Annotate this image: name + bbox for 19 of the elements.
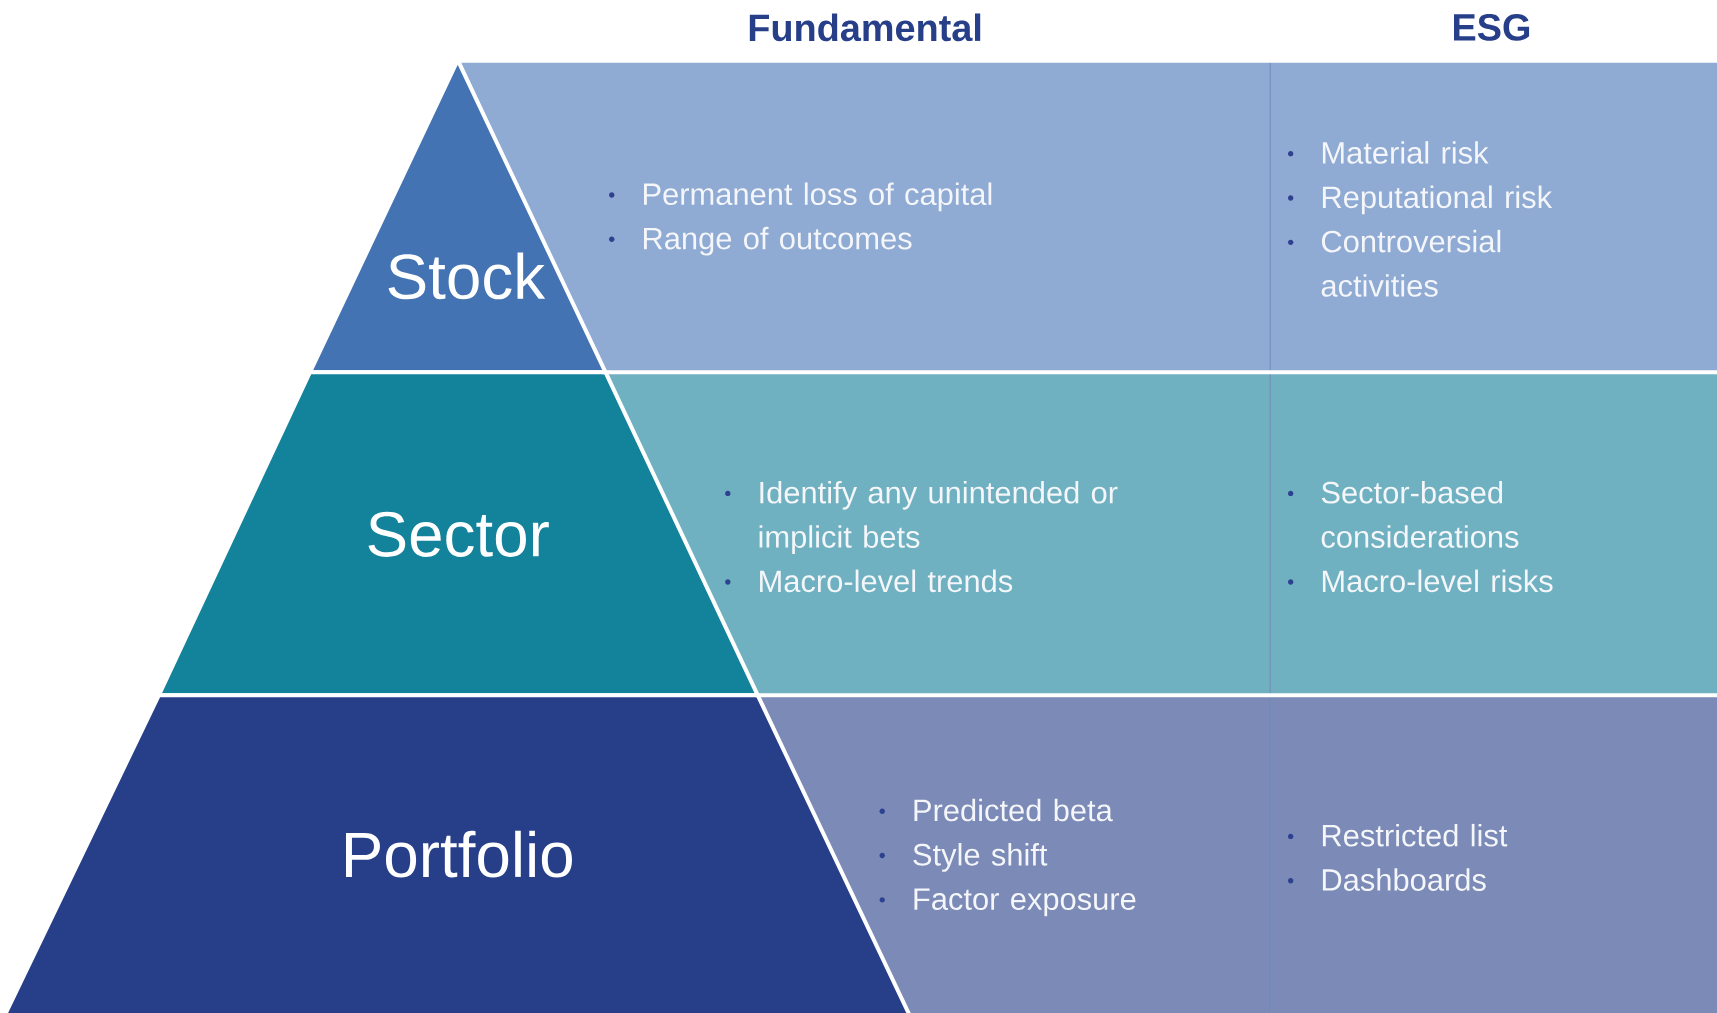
node-label: Macro-level risks xyxy=(1322,569,1553,593)
node-label: Dashboards xyxy=(1322,868,1486,891)
table-cell: Sector-based considerations Macro-level risks xyxy=(1270,372,1717,696)
table-cell: Identify any unintended or implicit bets Macro-level trends xyxy=(605,372,1271,696)
node-label: Predicted beta xyxy=(914,798,1113,822)
node-label: Style shift xyxy=(913,843,1048,872)
node-label: Controversial activities xyxy=(1321,229,1501,297)
node-label: Restricted list xyxy=(1322,823,1508,847)
node-label: Macro-level trends xyxy=(760,569,1013,593)
node-label: Sector-based considerations xyxy=(1321,480,1519,548)
node-label: Identify any unintended or implicit bets xyxy=(759,480,1118,555)
node-label: Reputational risk xyxy=(1322,185,1553,215)
node-label: Permanent loss of capital xyxy=(644,182,992,212)
table-cell: Material risk Reputational risk Controversial activities xyxy=(1270,60,1717,373)
node-label: Range of outcomes xyxy=(644,226,912,256)
node-label: Factor exposure xyxy=(914,888,1136,917)
table-cell: Restricted list Dashboards xyxy=(1270,695,1717,1013)
table-cell: Predicted beta Style shift Factor exposure xyxy=(757,695,1271,1013)
node-label: Material risk xyxy=(1322,141,1489,164)
